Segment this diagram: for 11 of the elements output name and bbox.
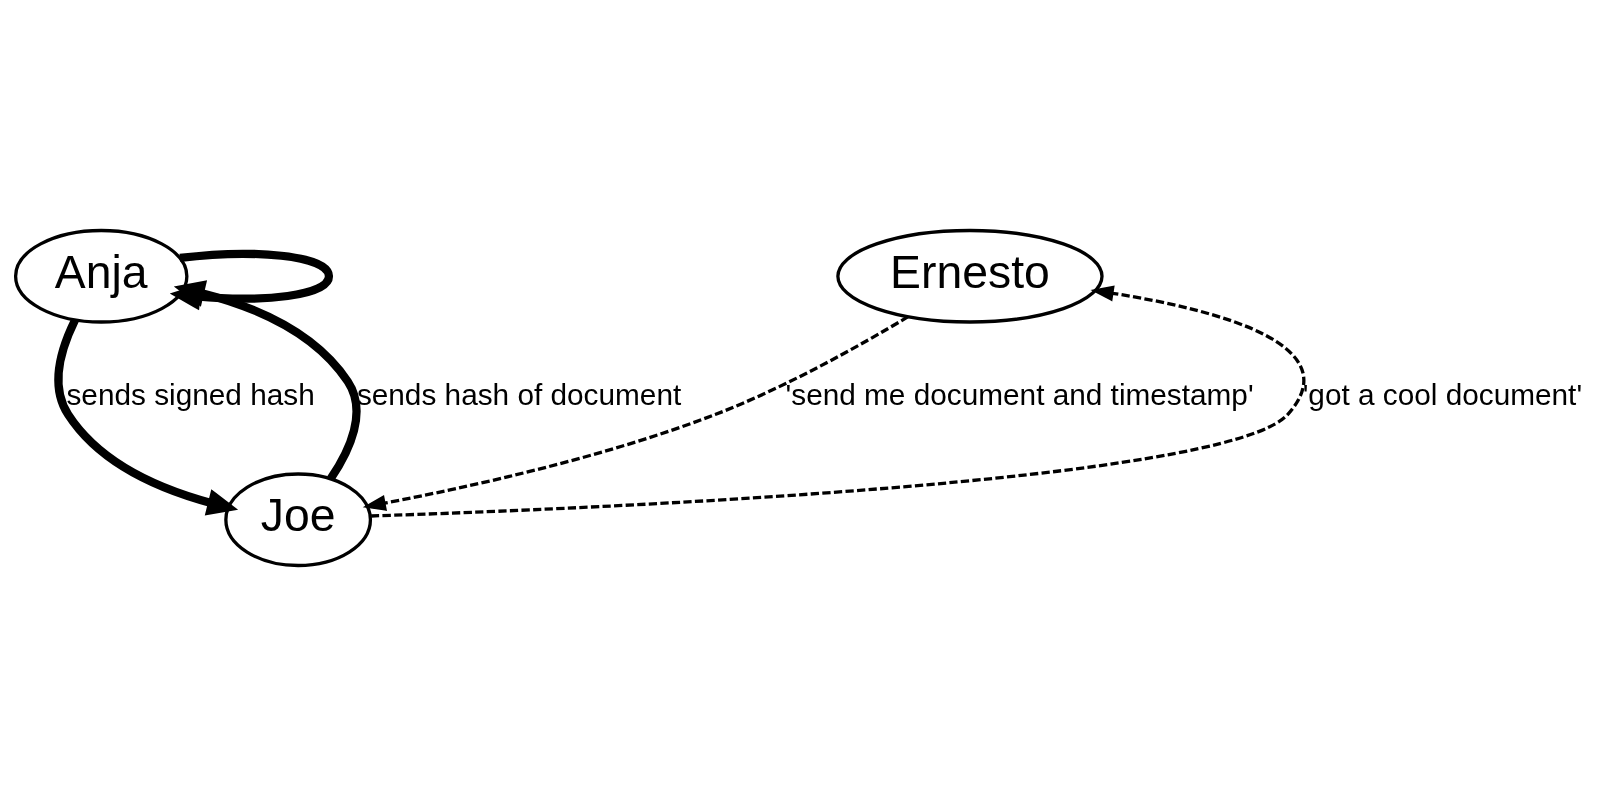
arrow (362, 315, 909, 511)
edge-label: 'send me document and timestamp' (785, 378, 1254, 412)
arrow (371, 285, 1306, 518)
arrow (54, 318, 239, 516)
node-ellipse: Joe (224, 472, 373, 568)
edge-label: sends signed hash (66, 378, 315, 412)
edge-label: sends hash of document (356, 378, 682, 412)
node-ellipse: Anja (13, 228, 189, 324)
node-ellipse: Ernesto (836, 228, 1104, 324)
arrow (173, 280, 361, 481)
edge-label: 'got a cool document' (1302, 378, 1583, 412)
